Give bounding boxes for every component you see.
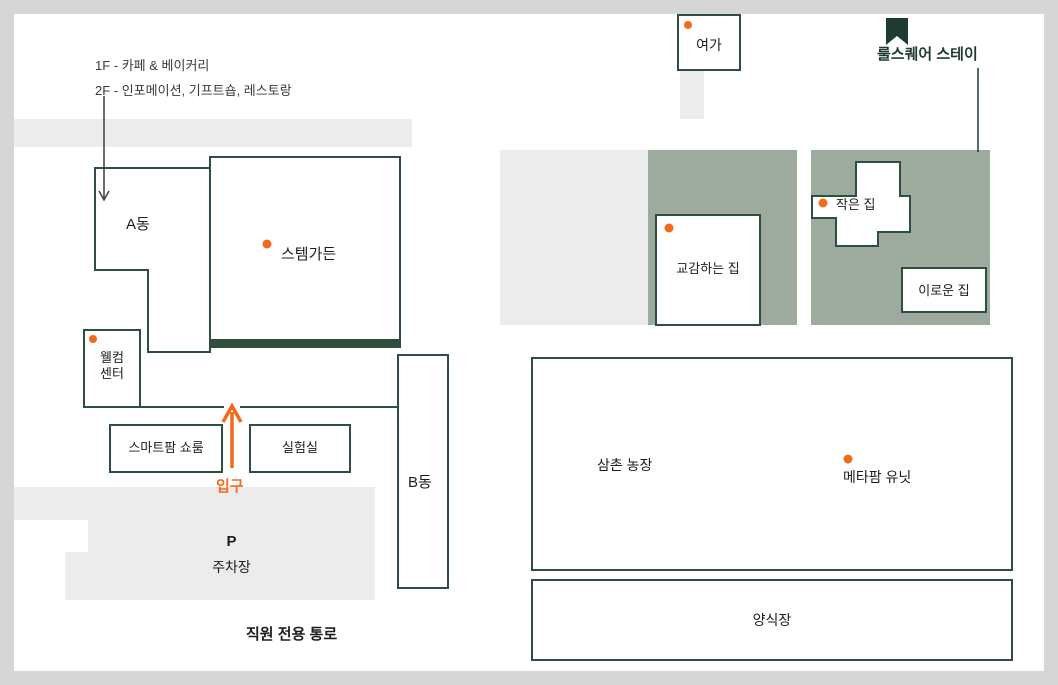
entrance-label: 입구 bbox=[216, 478, 244, 495]
building-b-outline bbox=[397, 354, 449, 589]
uncle-farm-field bbox=[531, 357, 1013, 571]
welcome-center-marker-dot bbox=[89, 335, 97, 343]
road-top-left bbox=[14, 119, 412, 147]
parking-area bbox=[88, 487, 375, 600]
road-lower-tab bbox=[65, 552, 88, 600]
smart-farm-showroom-label: 스마트팜 쇼룸 bbox=[128, 440, 204, 455]
parking-label: 주차장 bbox=[212, 559, 251, 575]
stem-garden-label: 스템가든 bbox=[281, 246, 337, 263]
stay-title-label: 룰스퀘어 스테이 bbox=[877, 46, 978, 63]
beneficial-house-building bbox=[901, 267, 987, 313]
small-house-marker-dot bbox=[818, 198, 828, 208]
small-house-building bbox=[811, 161, 911, 247]
beneficial-house-label: 이로운 집 bbox=[918, 283, 970, 298]
aqua-farm-field bbox=[531, 579, 1013, 661]
communing-house-label: 교감하는 집 bbox=[676, 261, 740, 276]
welcome-center-line2: 센터 bbox=[100, 366, 124, 382]
building-a-label: A동 bbox=[126, 216, 150, 233]
stem-garden-thick-edge bbox=[210, 339, 400, 347]
parking-symbol: P bbox=[226, 533, 237, 550]
plaza-stay-left bbox=[500, 150, 648, 325]
aqua-farm-label: 양식장 bbox=[752, 612, 792, 628]
stem-garden-marker-dot bbox=[262, 239, 272, 249]
lab-building bbox=[249, 424, 351, 473]
bookmark-icon bbox=[886, 18, 908, 45]
road-left-arm bbox=[14, 487, 88, 520]
building-b-label: B동 bbox=[408, 474, 432, 491]
smart-farm-showroom-building bbox=[109, 424, 223, 473]
welcome-center-label: 웰컴 센터 bbox=[84, 350, 140, 383]
small-house-label: 작은 집 bbox=[836, 197, 876, 212]
metafarm-unit-label: 메타팜 유닛 bbox=[843, 469, 912, 485]
uncle-farm-label: 삼촌 농장 bbox=[597, 457, 653, 473]
note-line-1: 1F - 카페 & 베이커리 bbox=[95, 58, 210, 73]
lab-label: 실험실 bbox=[282, 440, 318, 455]
note-line-2: 2F - 인포메이션, 기프트숍, 레스토랑 bbox=[95, 83, 292, 98]
stem-garden-building bbox=[209, 156, 401, 348]
building-a-outline bbox=[94, 167, 211, 353]
communing-house-building bbox=[655, 214, 761, 326]
communing-house-marker-dot bbox=[664, 223, 674, 233]
welcome-center-line1: 웰컴 bbox=[100, 350, 124, 365]
note-pointer-arrow bbox=[98, 96, 110, 202]
road-under-leisure bbox=[680, 66, 704, 119]
entrance-arrow-icon bbox=[221, 402, 243, 468]
leisure-marker-dot bbox=[684, 21, 692, 29]
leisure-label: 여가 bbox=[696, 37, 722, 53]
staff-passage-label: 직원 전용 통로 bbox=[246, 626, 338, 643]
metafarm-unit-marker-dot bbox=[843, 454, 853, 464]
